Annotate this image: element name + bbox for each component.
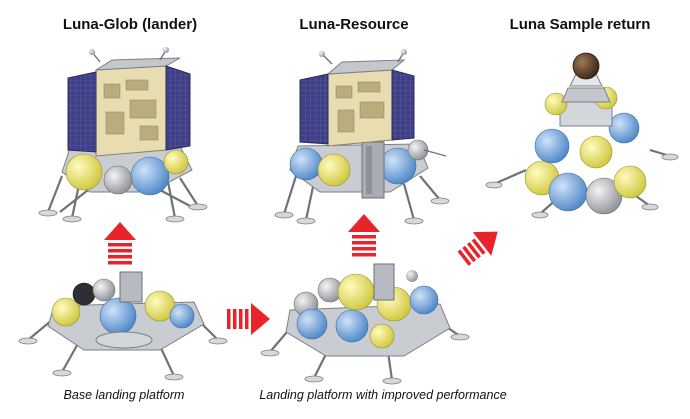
title-luna-glob: Luna-Glob (lander) bbox=[62, 16, 198, 33]
caption-improved-landing-platform: Landing platform with improved performan… bbox=[259, 388, 507, 402]
improved-landing-platform-illustration bbox=[260, 263, 470, 385]
luna-resource-illustration bbox=[274, 49, 450, 225]
arrow-right-icon bbox=[227, 303, 270, 335]
title-luna-resource: Luna-Resource bbox=[299, 16, 409, 33]
arrow-up-middle-icon bbox=[348, 214, 380, 257]
title-luna-sample-return: Luna Sample return bbox=[509, 16, 651, 33]
luna-sample-return-illustration bbox=[485, 52, 679, 219]
luna-glob-lander-illustration bbox=[38, 47, 208, 223]
arrow-up-left-icon bbox=[104, 222, 136, 265]
caption-base-landing-platform: Base landing platform bbox=[63, 388, 185, 402]
base-landing-platform-illustration bbox=[18, 271, 228, 381]
arrow-diagonal-icon bbox=[457, 231, 498, 266]
